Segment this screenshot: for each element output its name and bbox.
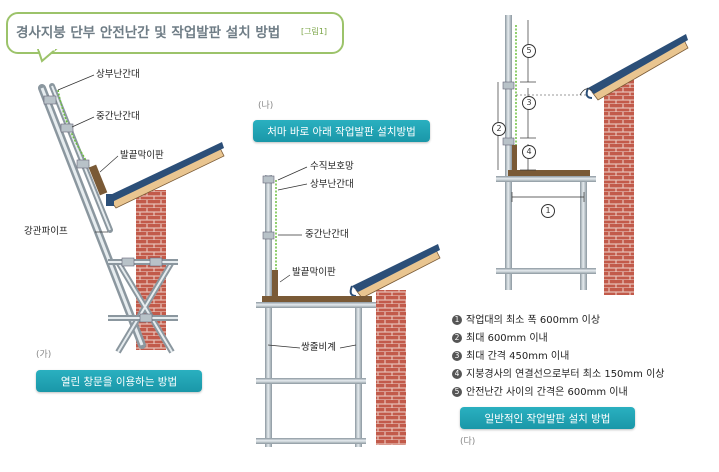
legend-item-4: 4 지붕경사의 연결선으로부터 최소 150mm 이상 [452, 365, 664, 380]
legend-number: 2 [452, 333, 462, 343]
panel-ga-tag: (가) [36, 350, 52, 360]
ledger [256, 438, 366, 444]
coupler [502, 81, 515, 90]
marker-1: 1 [541, 204, 555, 218]
label-mid-rail: 중간난간대 [96, 111, 140, 122]
ledger [496, 176, 596, 182]
leader-line [57, 74, 95, 91]
label-mid-rail: 중간난간대 [305, 229, 349, 240]
label-toe-board: 발끝막이판 [120, 150, 164, 161]
label-toe-board: 발끝막이판 [292, 267, 336, 278]
brace-highlight [117, 261, 173, 353]
coupler [262, 175, 275, 184]
gutter [349, 285, 357, 297]
panel-na-tag: (나) [258, 101, 274, 111]
marker-3: 3 [522, 96, 536, 110]
marker-2: 2 [492, 122, 506, 136]
rail-pipe-highlight [51, 85, 111, 231]
toe-board [272, 270, 278, 298]
gutter [585, 87, 593, 99]
legend-number: 3 [452, 351, 462, 361]
roof-covering [352, 244, 440, 292]
legend-item-5: 5 안전난간 사이의 간격은 600mm 이내 [452, 383, 628, 398]
label-vertical-net: 수직보호망 [310, 161, 354, 172]
brick-wall [136, 190, 166, 350]
leader-line [277, 166, 308, 181]
legend-number: 4 [452, 369, 462, 379]
figure-ref: [그림1] [301, 27, 328, 36]
legend-item-2: 2 최대 600mm 이내 [452, 329, 548, 344]
legend-item-1: 1 작업대의 최소 폭 600mm 이상 [452, 311, 600, 326]
legend-text: 최대 간격 450mm 이내 [466, 351, 570, 362]
panel-ga-drawing [38, 74, 225, 354]
coupler [139, 313, 153, 323]
panel-na-caption: 처마 바로 아래 작업발판 설치방법 [253, 120, 430, 142]
safety-net [57, 89, 93, 173]
brick-wall [376, 290, 406, 445]
coupler [149, 257, 163, 267]
coupler [502, 137, 515, 146]
coupler [43, 95, 57, 105]
leader-line [277, 183, 308, 191]
inner-standard [580, 175, 587, 290]
leader-line [267, 344, 301, 349]
coupler [60, 123, 74, 133]
ledger [256, 378, 366, 384]
legend-text: 작업대의 최소 폭 600mm 이상 [466, 315, 601, 326]
work-platform [508, 170, 590, 176]
roof-deck [591, 39, 689, 101]
panel-na-drawing [256, 166, 441, 447]
roof-covering [588, 34, 688, 94]
panel-da-caption: 일반적인 작업발판 설치 방법 [460, 407, 635, 429]
coupler [262, 231, 275, 240]
leader-line [339, 344, 357, 349]
work-platform [262, 296, 372, 302]
leader-line [99, 155, 119, 173]
legend-text: 최대 600mm 이내 [466, 333, 548, 344]
coupler [121, 257, 135, 267]
label-top-rail: 상부난간대 [310, 179, 354, 190]
legend-item-3: 3 최대 간격 450mm 이내 [452, 347, 569, 362]
legend-number: 5 [452, 387, 462, 397]
panel-da-drawing [496, 15, 689, 295]
panel-ga-caption: 열린 창문을 이용하는 방법 [36, 370, 202, 392]
toe-board [88, 164, 108, 196]
label-top-rail: 상부난간대 [96, 69, 140, 80]
slope-arc [579, 88, 593, 96]
title-box [6, 12, 344, 54]
inner-standard [355, 300, 362, 447]
coupler [76, 159, 90, 169]
label-double-scaffold: 쌍줄비계 [301, 342, 336, 353]
label-steel-pipe: 강관파이프 [24, 226, 68, 237]
legend-number: 1 [452, 315, 462, 325]
panel-da-tag: (다) [460, 437, 476, 447]
legend-text: 안전난간 사이의 간격은 600mm 이내 [466, 387, 628, 398]
ledger [256, 302, 376, 308]
gutter [106, 194, 114, 206]
marker-4: 4 [522, 145, 536, 159]
ledger [496, 268, 596, 274]
legend-text: 지붕경사의 연결선으로부터 최소 150mm 이상 [466, 369, 665, 380]
title-box-pointer [36, 49, 58, 63]
outer-standard [265, 175, 272, 447]
marker-5: 5 [522, 44, 536, 58]
roof-covering [108, 142, 224, 202]
main-pipe-highlight [40, 87, 144, 346]
brick-wall [604, 80, 634, 295]
toe-board [512, 145, 517, 170]
page-title: 경사지붕 단부 안전난간 및 작업발판 설치 방법 [16, 25, 281, 41]
outer-standard [505, 15, 512, 290]
leader-line [71, 116, 95, 128]
leader-line [279, 274, 291, 283]
